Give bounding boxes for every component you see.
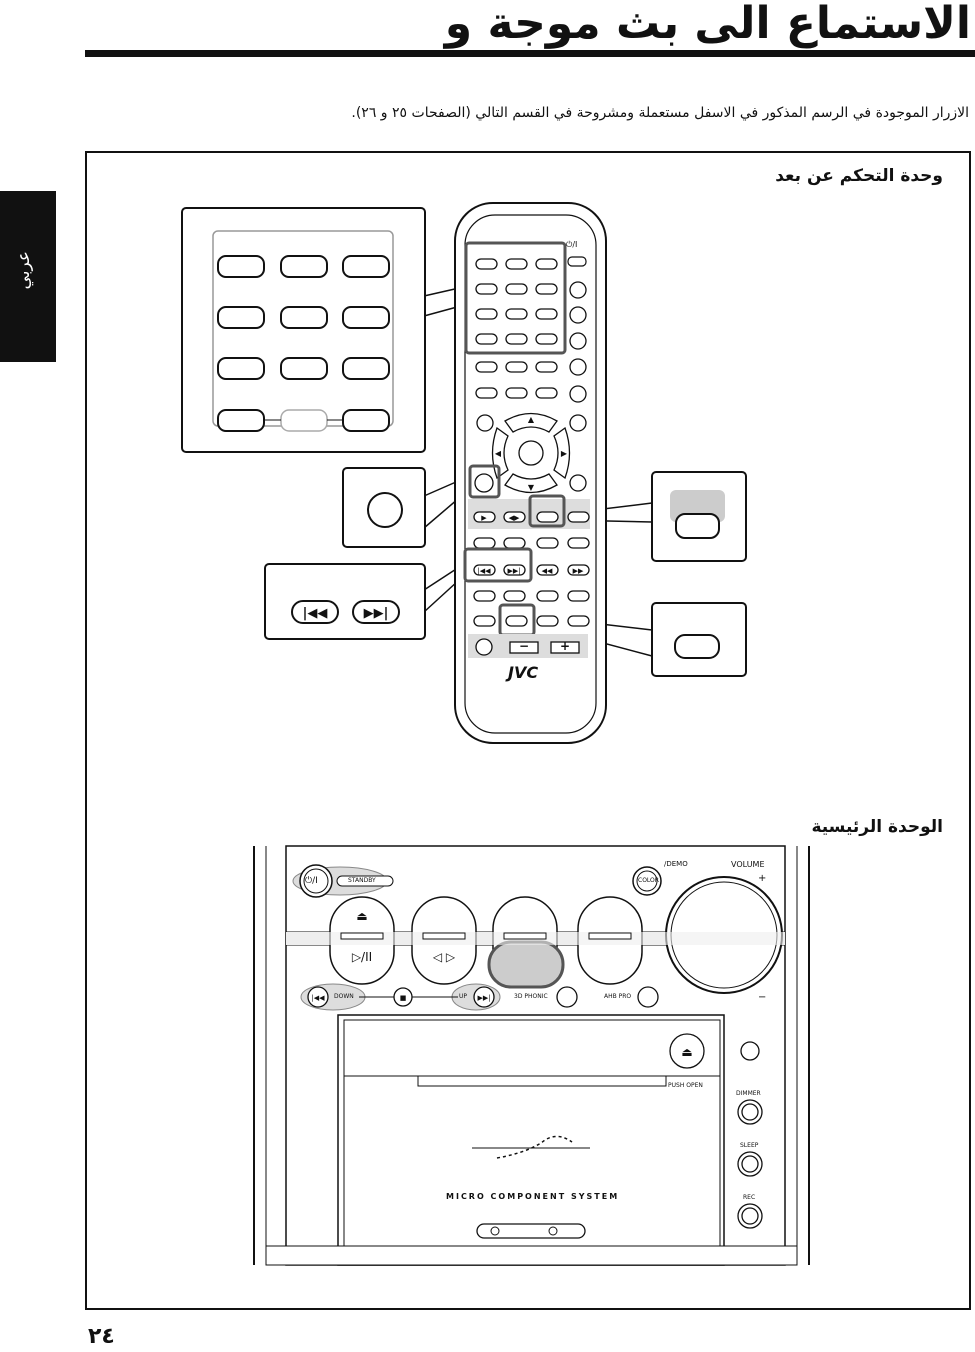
- demo-label: /DEMO: [664, 860, 688, 868]
- svg-text:◀▶: ◀▶: [509, 514, 520, 522]
- standby-label: STANDBY: [348, 877, 376, 884]
- remote-power-button[interactable]: [567, 256, 587, 267]
- svg-text:▶▶|: ▶▶|: [364, 606, 389, 621]
- svg-text:|◀◀: |◀◀: [303, 606, 328, 621]
- svg-text:▼: ▼: [528, 483, 535, 492]
- main-unit-section-label: الوحدة الرئيسية: [811, 817, 943, 837]
- svg-text:▶▶: ▶▶: [573, 567, 584, 575]
- push-open-label: PUSH OPEN: [668, 1082, 703, 1089]
- svg-text:◀◀: ◀◀: [542, 567, 553, 575]
- remote-number-highlight: [464, 241, 567, 355]
- remote-power-label: ⏻/I: [566, 240, 578, 249]
- language-tab: عربي: [0, 191, 56, 362]
- down-label: DOWN: [334, 993, 354, 1000]
- svg-text:|◀◀: |◀◀: [477, 567, 491, 575]
- system-name: MICRO COMPONENT SYSTEM: [446, 1192, 620, 1201]
- remote-tuner-button[interactable]: [474, 473, 494, 493]
- remote-fm-mode-button[interactable]: [536, 511, 559, 523]
- intro-text: الازرار الموجودة في الرسم المذكور في الا…: [351, 105, 969, 121]
- svg-text:▶: ▶: [481, 514, 487, 522]
- svg-text:▶: ▶: [561, 449, 568, 458]
- remote-section-label: وحدة التحكم عن بعد: [775, 166, 943, 186]
- 3d-phonic-label: 3D PHONIC: [514, 993, 548, 1000]
- remote-preset-button[interactable]: [505, 615, 528, 627]
- callout-skip-buttons: [264, 563, 426, 640]
- up-label: UP: [459, 993, 468, 1000]
- remote-next-button[interactable]: [503, 564, 526, 576]
- rec-label: REC: [743, 1194, 756, 1201]
- remote-volume-minus[interactable]: [509, 641, 539, 654]
- title-rule: [85, 50, 975, 57]
- remote-plus-label: +: [560, 639, 571, 653]
- sleep-label: SLEEP: [740, 1142, 759, 1149]
- color-label: COLOR: [638, 877, 659, 884]
- page-title: الاستماع الى بث موجة و: [444, 0, 971, 49]
- svg-text:◀: ◀: [495, 449, 502, 458]
- standby-power-label: ⏻/I: [305, 876, 318, 886]
- remote-brand-logo: JVC: [508, 663, 539, 682]
- remote-nav-pad[interactable]: [491, 412, 571, 494]
- dimmer-label: DIMMER: [736, 1090, 761, 1097]
- remote-prev-button[interactable]: [473, 564, 496, 576]
- content-frame: [85, 151, 971, 1310]
- svg-text:▲: ▲: [528, 415, 535, 424]
- page-number: ٢٤: [88, 1324, 115, 1349]
- remote-minus-label: −: [519, 639, 530, 653]
- svg-text:▶▶|: ▶▶|: [507, 567, 520, 575]
- volume-label: VOLUME: [731, 860, 765, 869]
- remote-volume-plus[interactable]: [550, 641, 580, 654]
- remote-button-grid[interactable]: [475, 258, 587, 492]
- ahb-pro-label: AHB PRO: [604, 993, 632, 1000]
